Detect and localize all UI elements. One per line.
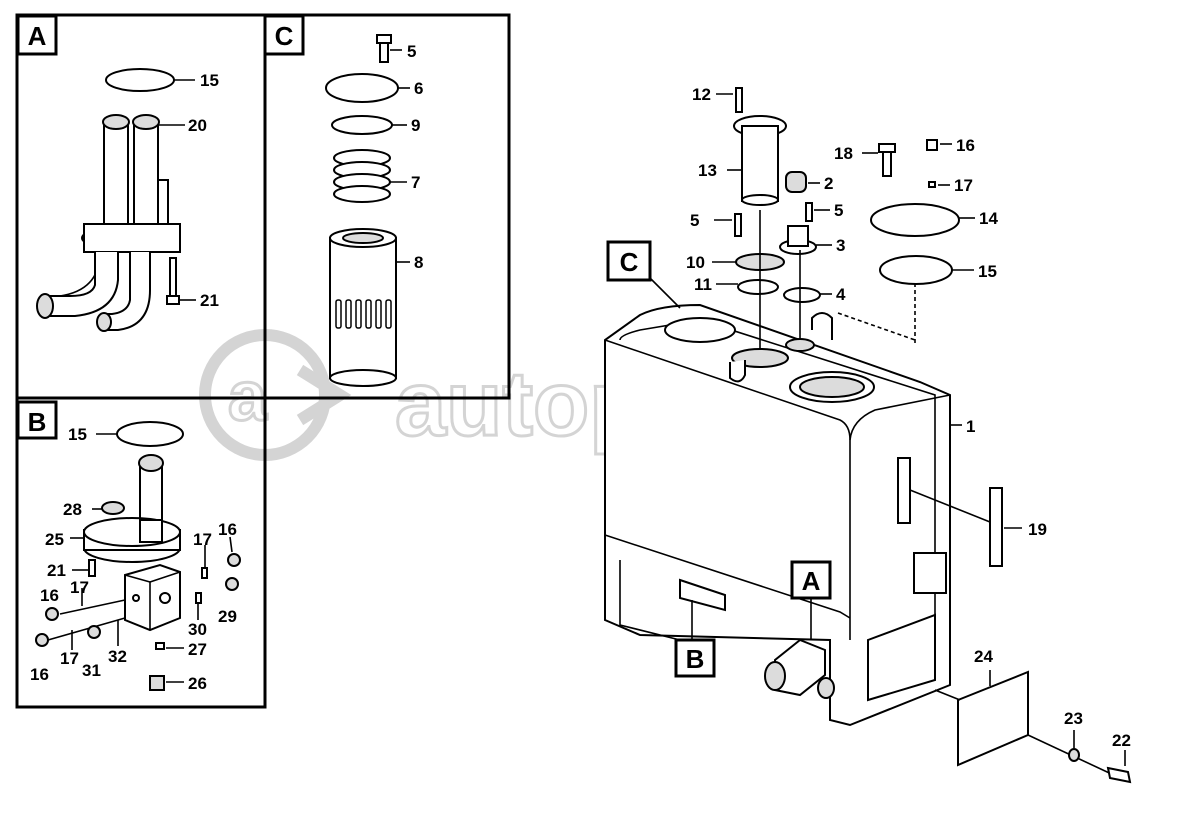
sight-gauge-19 <box>989 487 1003 567</box>
label-m-13: 13 <box>698 161 717 180</box>
cap-28 <box>101 501 125 515</box>
label-c-7: 7 <box>411 173 420 192</box>
label-m-24: 24 <box>974 647 993 666</box>
svg-text:C: C <box>620 247 639 277</box>
label-m-23: 23 <box>1064 709 1083 728</box>
suction-tubes-20 <box>36 114 181 332</box>
label-m-4: 4 <box>836 285 846 304</box>
panel-b-letter: B <box>28 407 47 437</box>
label-m-3: 3 <box>836 236 845 255</box>
label-c-5: 5 <box>407 42 416 61</box>
plug-16-b2 <box>45 607 59 621</box>
gasket-11 <box>737 279 779 295</box>
label-m-19: 19 <box>1028 520 1047 539</box>
label-b-16b: 16 <box>40 586 59 605</box>
manifold-block <box>124 563 181 632</box>
label-m-5a: 5 <box>690 211 699 230</box>
screw-21-b <box>88 559 96 577</box>
label-m-12: 12 <box>692 85 711 104</box>
label-b-21: 21 <box>47 561 66 580</box>
plug-16-b3 <box>35 633 49 647</box>
callout-c: C <box>606 240 681 309</box>
o-ring-15-m <box>879 255 953 285</box>
panel-b: B 15 28 25 21 <box>15 396 267 709</box>
label-b-31: 31 <box>82 661 101 680</box>
label-m-5b: 5 <box>834 201 843 220</box>
label-b-16a: 16 <box>218 520 237 539</box>
label-m-15: 15 <box>978 262 997 281</box>
label-b-16c: 16 <box>30 665 49 684</box>
suction-pipe-flange-25 <box>83 454 181 563</box>
label-m-17: 17 <box>954 176 973 195</box>
plug-31 <box>87 625 101 639</box>
plug-29 <box>225 577 239 591</box>
label-b-17b: 17 <box>70 578 89 597</box>
washer-17-m <box>928 181 936 188</box>
spring-7 <box>333 149 391 203</box>
label-m-2: 2 <box>824 174 833 193</box>
plug-16-b1 <box>227 553 241 567</box>
bolt-5-m2 <box>805 202 813 222</box>
panel-a: A 15 20 21 <box>15 13 267 400</box>
screw-21-a <box>169 257 177 299</box>
svg-text:B: B <box>686 644 705 674</box>
panel-a-letter: A <box>28 21 47 51</box>
label-a-21: 21 <box>200 291 219 310</box>
bolt-12 <box>735 87 743 113</box>
label-b-26: 26 <box>188 674 207 693</box>
label-m-18: 18 <box>834 144 853 163</box>
cover-plate-24 <box>957 670 1029 767</box>
label-a-20: 20 <box>188 116 207 135</box>
washer-23 <box>1068 748 1080 762</box>
label-c-9: 9 <box>411 116 420 135</box>
panel-c-letter: C <box>275 21 294 51</box>
label-m-11: 11 <box>694 275 712 294</box>
label-m-10: 10 <box>686 253 705 272</box>
o-ring-15-b <box>116 421 184 447</box>
filter-housing-13 <box>733 115 787 206</box>
label-c-8: 8 <box>414 253 423 272</box>
breather-2 <box>785 171 807 193</box>
panel-c: C 5 6 9 7 <box>263 13 511 400</box>
callout-b: B <box>674 600 716 678</box>
cover-plate-6 <box>325 73 399 103</box>
label-m-14: 14 <box>979 209 998 228</box>
bolt-5-m1 <box>734 213 742 237</box>
cover-14 <box>870 203 960 237</box>
label-m-22: 22 <box>1112 731 1131 750</box>
label-b-17a: 17 <box>193 530 212 549</box>
o-ring-9 <box>331 115 393 135</box>
bolt-22 <box>1106 766 1132 784</box>
label-b-32: 32 <box>108 647 127 666</box>
gasket-4 <box>783 287 821 303</box>
filter-element-8 <box>329 228 397 387</box>
label-m-1: 1 <box>966 417 975 436</box>
label-b-29: 29 <box>218 607 237 626</box>
o-ring-15-a <box>105 68 175 92</box>
label-m-16: 16 <box>956 136 975 155</box>
plug-26 <box>149 675 165 691</box>
label-b-27: 27 <box>188 640 207 659</box>
label-b-17c: 17 <box>60 649 79 668</box>
seal-27 <box>155 642 165 650</box>
svg-text:A: A <box>802 566 821 596</box>
svg-text:a: a <box>228 357 268 435</box>
label-b-25: 25 <box>45 530 64 549</box>
label-a-15: 15 <box>200 71 219 90</box>
label-c-6: 6 <box>414 79 423 98</box>
label-b-15: 15 <box>68 425 87 444</box>
label-b-28: 28 <box>63 500 82 519</box>
callout-a: A <box>790 560 832 640</box>
label-b-30: 30 <box>188 620 207 639</box>
bolt-16-m <box>926 139 938 151</box>
